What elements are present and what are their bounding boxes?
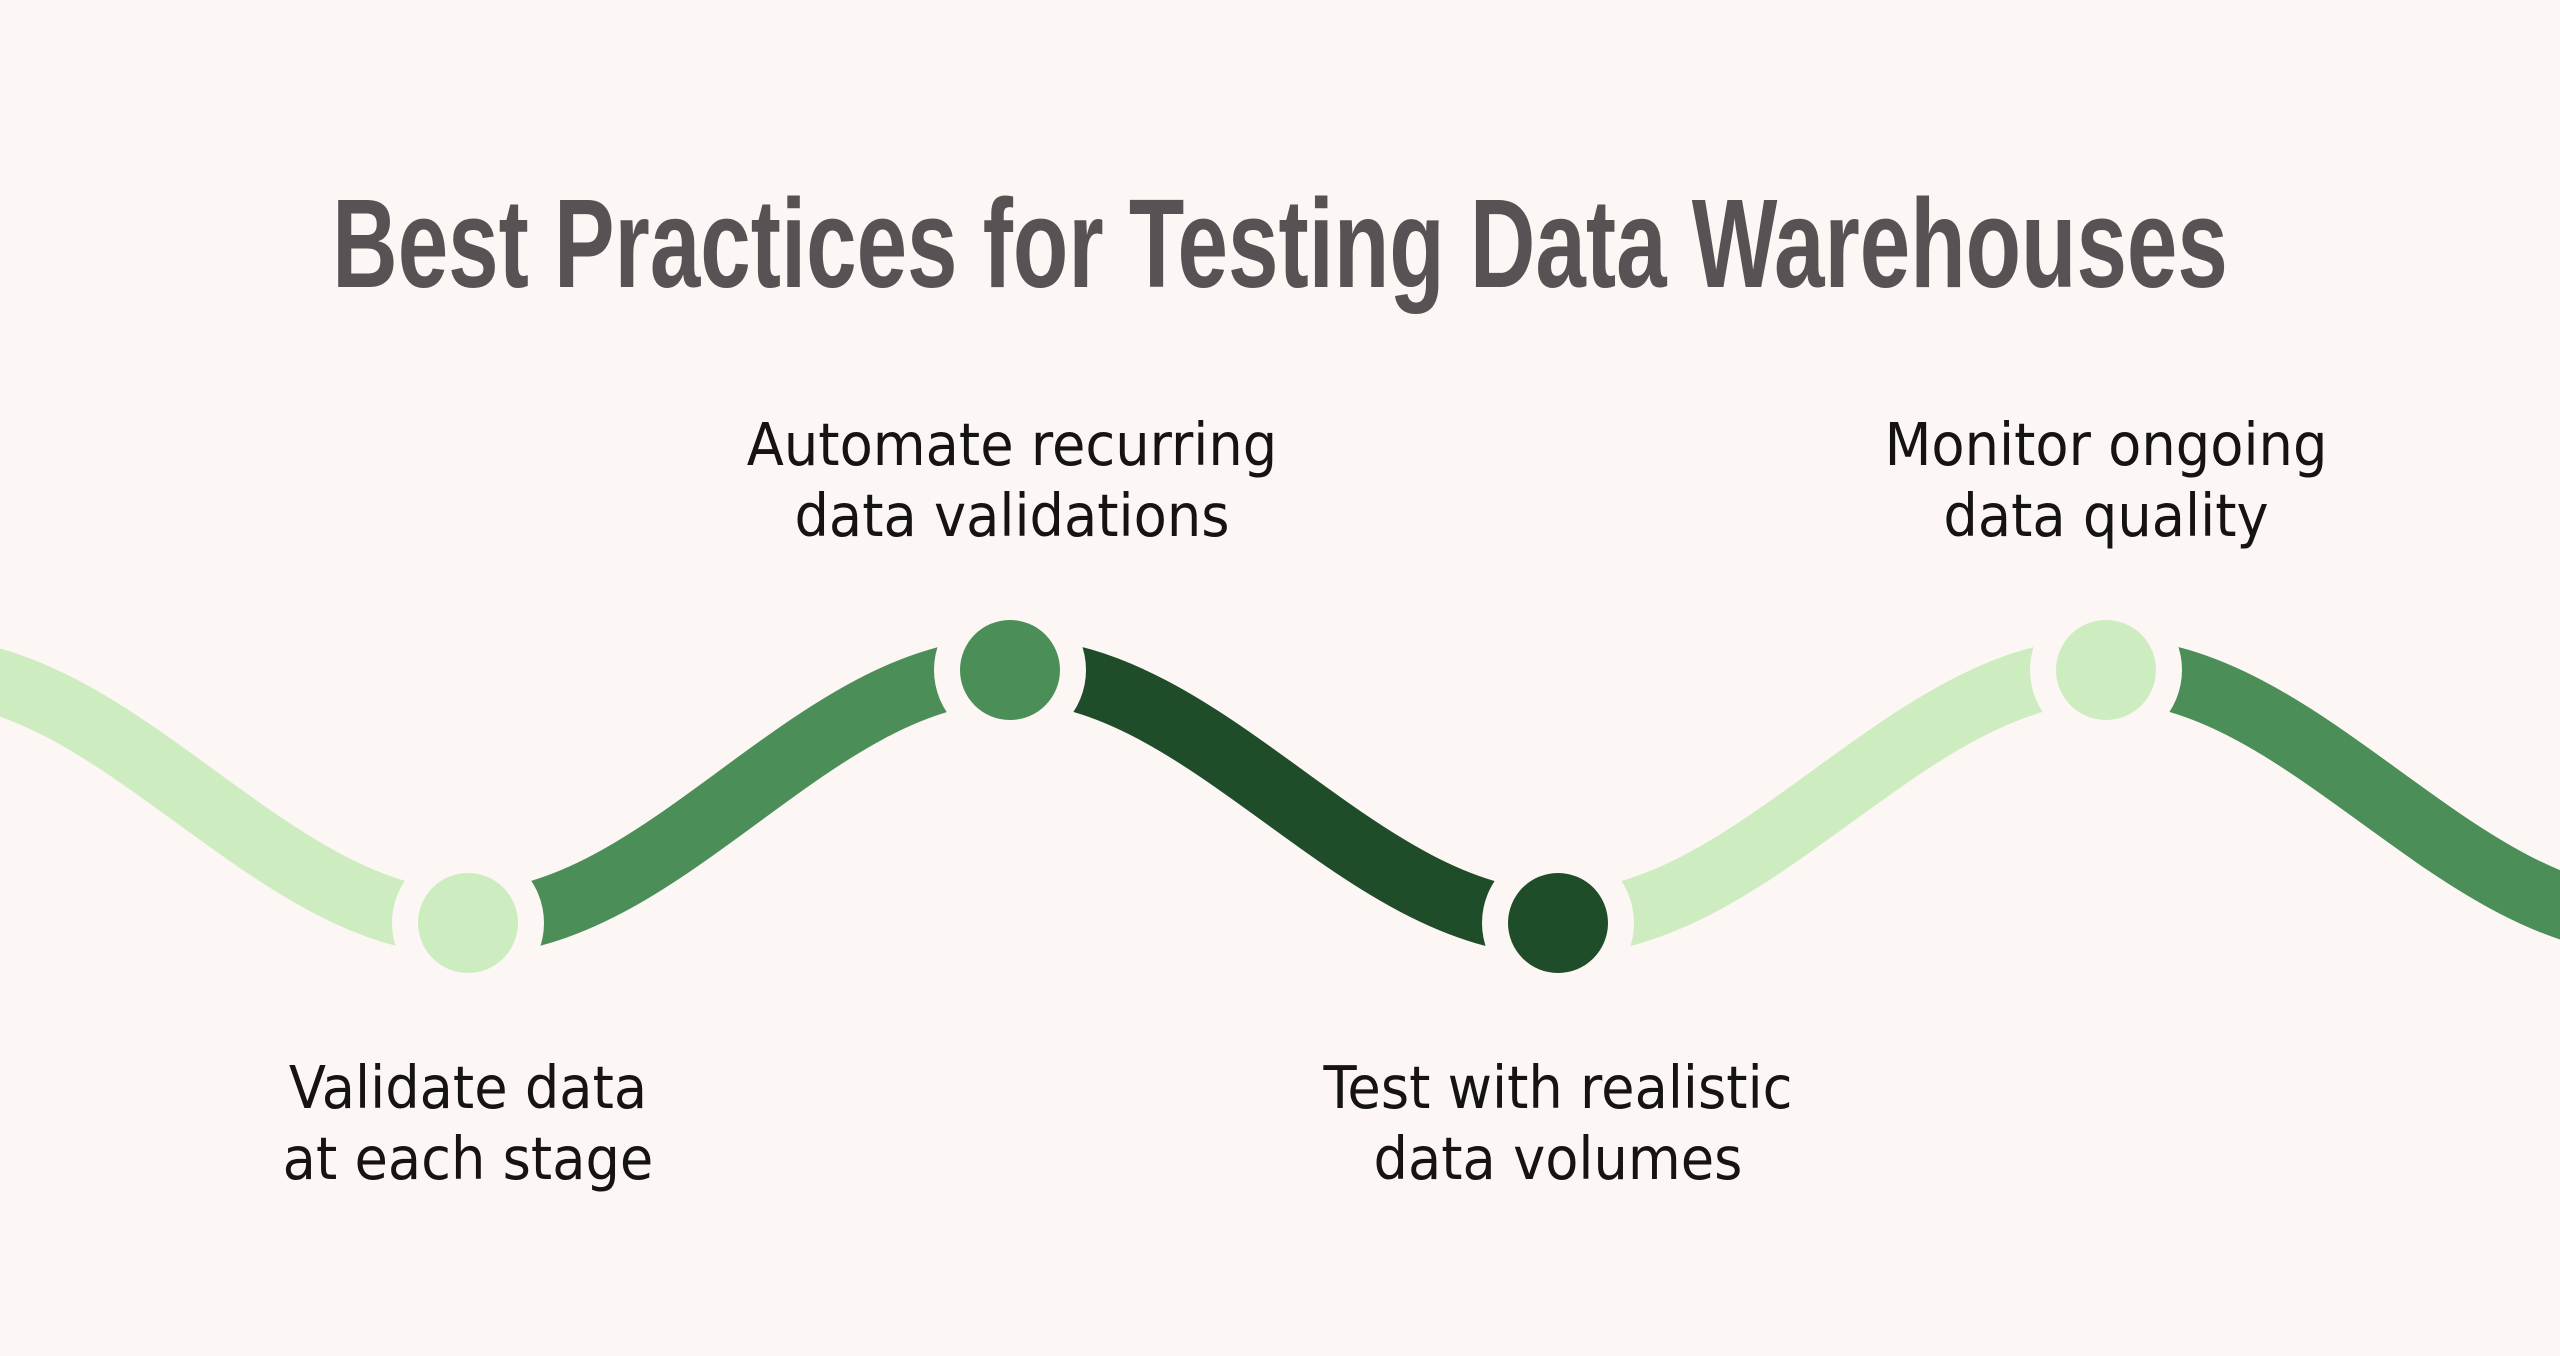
step-label-2-line1: Automate recurring (746, 410, 1278, 479)
page-title: Best Practices for Testing Data Warehous… (332, 173, 2228, 314)
step-node-circle-2 (960, 620, 1060, 720)
step-label-2: Automate recurring data validations (747, 409, 1277, 551)
step-label-3-line1: Test with realistic (1323, 1053, 1793, 1122)
wave-segment-intro (0, 648, 469, 956)
wave-segment-outro (2105, 637, 2560, 940)
step-label-2-line2: data validations (794, 481, 1230, 550)
step-node-circle-4 (2056, 620, 2156, 720)
step-label-3: Test with realistic data volumes (1324, 1052, 1793, 1194)
step-label-1-line2: at each stage (282, 1124, 654, 1193)
wave-segment-2-3 (1009, 637, 1559, 956)
step-node-circle-1 (418, 873, 518, 973)
wave-segment-3-4 (1557, 637, 2107, 956)
step-label-1-line1: Validate data (288, 1053, 648, 1122)
step-label-4-line2: data quality (1943, 481, 2269, 550)
step-label-4: Monitor ongoing data quality (1885, 409, 2328, 551)
step-label-1: Validate data at each stage (283, 1052, 654, 1194)
step-label-3-line2: data volumes (1373, 1124, 1743, 1193)
step-node-circle-3 (1508, 873, 1608, 973)
wave-segment-1-2 (467, 637, 1011, 956)
step-label-4-line1: Monitor ongoing (1884, 410, 2328, 479)
